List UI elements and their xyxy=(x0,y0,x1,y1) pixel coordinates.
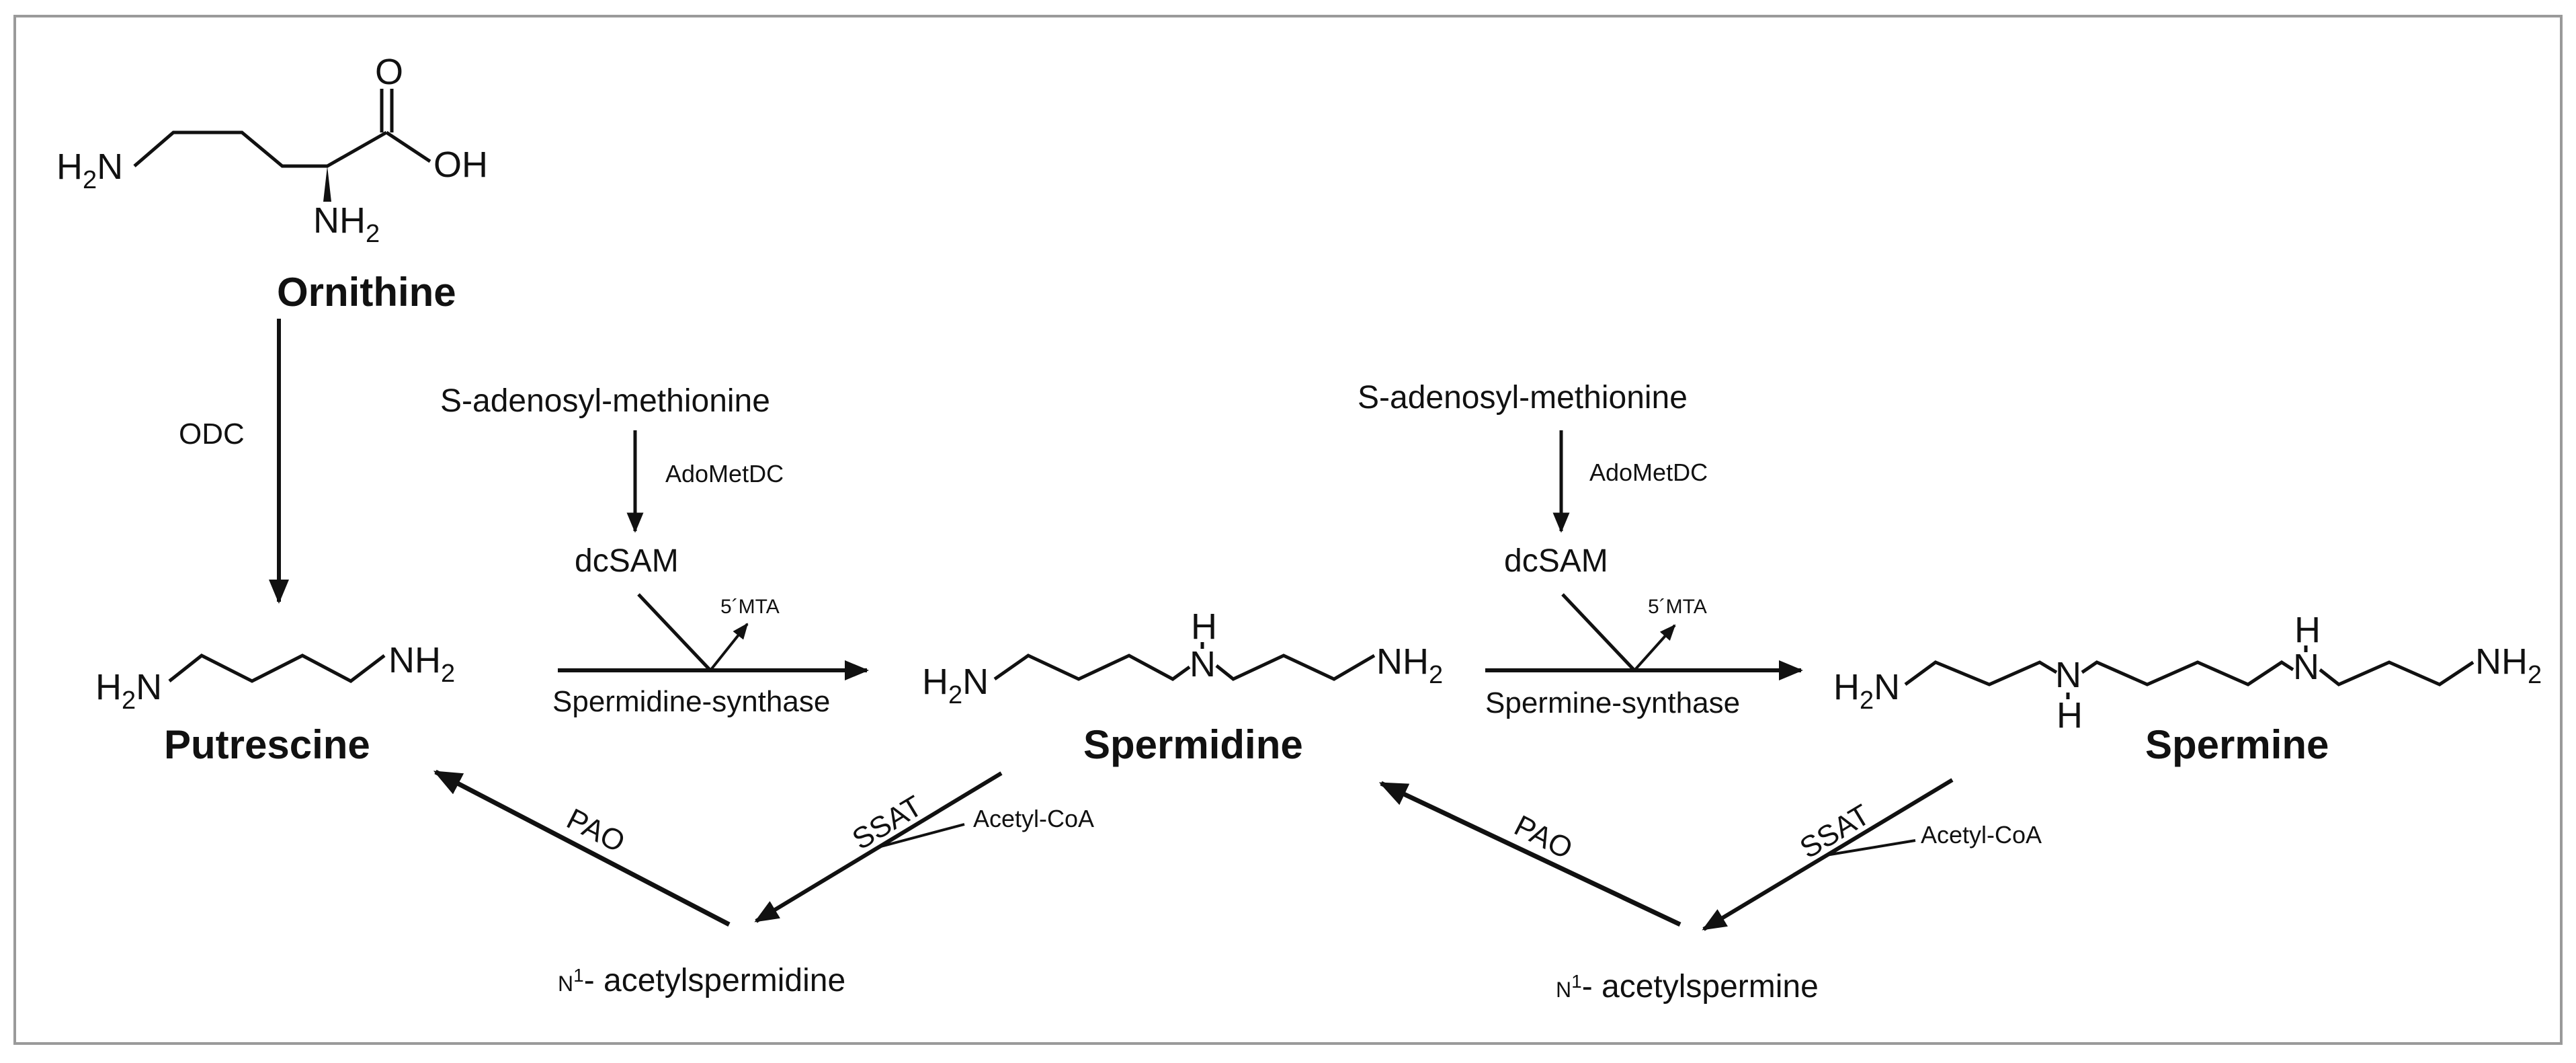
ornithine-structure: H2N NH2 O OH Ornithine xyxy=(56,52,488,315)
odc-label: ODC xyxy=(179,418,245,450)
spermidine-chain-right xyxy=(1215,654,1376,681)
spermine-n1: N xyxy=(2055,655,2081,695)
spermidine-chain-left xyxy=(993,654,1191,681)
mta-output-arrow-1 xyxy=(709,623,749,672)
mta-label-1: 5´MTA xyxy=(720,596,780,618)
ssat-label-1: SSAT xyxy=(847,789,928,857)
spermidine-synthase-label: Spermidine-synthase xyxy=(552,685,830,718)
n1-acetylspermidine-label: N1- acetylspermidine xyxy=(558,963,845,998)
pao-arrow-1 xyxy=(433,769,731,927)
dcsam-label-2: dcSAM xyxy=(1504,543,1608,579)
putrescine-nh2-label: NH2 xyxy=(388,640,455,688)
ornithine-chain-bonds xyxy=(133,130,388,168)
adometdc-label-1: AdoMetDC xyxy=(665,460,784,487)
dcsam-label-1: dcSAM xyxy=(575,543,679,579)
dcsam-input-line-1 xyxy=(637,593,712,672)
spermidine-h2n-label: H2N xyxy=(922,662,989,709)
spermidine-name: Spermidine xyxy=(1083,722,1303,767)
pao-label-2: PAO xyxy=(1509,809,1577,865)
putrescine-name: Putrescine xyxy=(164,722,370,767)
pao-label-1: PAO xyxy=(561,802,630,859)
pao-arrow-2 xyxy=(1378,781,1681,927)
spermine-n2: N xyxy=(2293,647,2319,687)
ornithine-hydroxyl-bond xyxy=(385,130,431,163)
putrescine-structure: H2N NH2 Putrescine xyxy=(95,640,455,767)
spermine-n1-h: H xyxy=(2056,695,2083,736)
spermidine-mid-h: H xyxy=(1191,606,1217,647)
adometdc-label-2: AdoMetDC xyxy=(1589,459,1708,486)
ornithine-h2n-label: H2N xyxy=(56,147,123,194)
putrescine-chain-bonds xyxy=(168,654,386,683)
figure-frame xyxy=(13,15,2563,1045)
spermine-n2-h: H xyxy=(2294,610,2321,650)
acetyl-coa-label-2: Acetyl-CoA xyxy=(1921,821,2042,849)
spermine-nh2-label: NH2 xyxy=(2475,641,2542,689)
spermine-chain-right xyxy=(2319,660,2475,686)
ornithine-nh2-label: NH2 xyxy=(313,200,380,248)
sam-label-1: S-adenosyl-methionine xyxy=(440,383,770,419)
n1-acetylspermine-label: N1- acetylspermine xyxy=(1556,969,1819,1005)
spermine-synthase-label: Spermine-synthase xyxy=(1485,686,1740,719)
spermidine-structure: H2N N H NH2 Spermidine xyxy=(922,606,1443,767)
spermine-chain-middle xyxy=(2081,660,2294,686)
ornithine-name: Ornithine xyxy=(277,270,456,315)
mta-output-arrow-2 xyxy=(1633,624,1676,672)
mta-label-2: 5´MTA xyxy=(1648,596,1707,618)
spermidine-mid-n: N xyxy=(1190,644,1216,684)
acetyl-coa-label-1: Acetyl-CoA xyxy=(973,805,1094,832)
spermidine-nh2-label: NH2 xyxy=(1376,641,1443,689)
ornithine-hydroxyl: OH xyxy=(433,145,488,185)
acetyl-coa-line-2 xyxy=(1825,839,1916,857)
putrescine-h2n-label: H2N xyxy=(95,667,162,715)
spermine-h2n-label: H2N xyxy=(1833,667,1900,715)
sam-label-2: S-adenosyl-methionine xyxy=(1358,380,1688,416)
acetyl-coa-line-1 xyxy=(878,823,965,849)
spermine-chain-left xyxy=(1904,660,2058,686)
ornithine-wedge-bond xyxy=(323,166,331,202)
spermine-structure: H2N N H N H NH2 Spermine xyxy=(1833,610,2542,767)
dcsam-input-line-2 xyxy=(1561,593,1636,672)
ornithine-carbonyl-o: O xyxy=(375,52,403,92)
spermine-name: Spermine xyxy=(2145,722,2329,767)
